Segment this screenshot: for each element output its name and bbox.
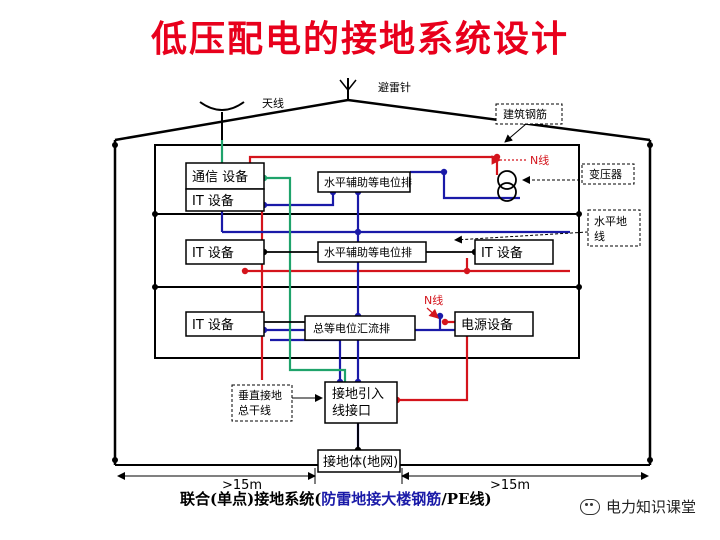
power-device-label: 电源设备	[461, 317, 513, 333]
comm-device-box	[185, 162, 265, 190]
transformer-label: 变压器	[589, 167, 622, 181]
n-line-mid-label: N线	[424, 293, 443, 307]
caption-part1: 联合(单点)接地系统(	[180, 490, 322, 508]
main-bar-label: 总等电位汇流排	[313, 321, 390, 335]
caption-part2: 防雷地接大楼钢筋	[321, 490, 442, 508]
ground-interface-label-2: 线接口	[332, 403, 371, 419]
horizontal-ground-callout	[587, 209, 641, 247]
vertical-trunk-label-2: 总干线	[238, 403, 271, 417]
it-device-3-box	[474, 239, 554, 265]
building-rebar-callout	[495, 103, 563, 125]
transformer-icon	[497, 170, 517, 202]
it-device-3-label: IT 设备	[481, 245, 523, 261]
horizontal-ground-label-1: 水平地	[594, 215, 627, 228]
it-device-1-label: IT 设备	[192, 193, 234, 209]
bonding-bar-1-box	[317, 171, 411, 193]
comm-device-label: 通信 设备	[192, 169, 248, 185]
it-device-2-label: IT 设备	[192, 245, 234, 261]
diagram-caption: 联合(单点)接地系统(防雷地接大楼钢筋/PE线)	[180, 488, 600, 509]
dist-right-label: >15m	[490, 478, 530, 493]
horizontal-ground-label-2: 线	[594, 229, 605, 243]
vertical-trunk-callout	[231, 384, 293, 422]
bonding-bar-2-box	[317, 241, 427, 263]
inner-building	[154, 144, 580, 359]
it-device-2-box	[185, 239, 265, 265]
it-device-1-box	[185, 188, 265, 212]
lightning-rod-icon	[339, 78, 357, 100]
ground-body-label: 接地体(地网)	[323, 454, 398, 470]
ground-interface-box	[324, 381, 398, 424]
page-title: 低压配电的接地系统设计	[150, 18, 569, 60]
bonding-bar-1-label: 水平辅助等电位排	[324, 175, 412, 189]
watermark-text: 电力知识课堂	[605, 498, 696, 516]
n-line-top-label: N线	[530, 153, 549, 167]
vertical-trunk-label-1: 垂直接地	[238, 388, 282, 402]
building-rebar-label: 建筑钢筋	[503, 107, 547, 121]
ground-body-box	[317, 449, 401, 473]
ground-interface-label-1: 接地引入	[332, 386, 384, 402]
power-device-box	[454, 311, 534, 337]
transformer-callout	[581, 163, 635, 185]
wechat-icon	[579, 498, 600, 515]
main-bar-box	[304, 315, 416, 341]
it-device-4-box	[185, 311, 265, 337]
antenna-label: 天线	[262, 96, 284, 110]
lightning-rod-label: 避雷针	[378, 80, 411, 94]
bonding-bar-2-label: 水平辅助等电位排	[324, 245, 412, 259]
dist-left-label: >15m	[222, 478, 262, 493]
watermark: 电力知识课堂	[579, 496, 696, 517]
building-roof	[114, 98, 651, 142]
it-device-4-label: IT 设备	[192, 317, 234, 333]
caption-part3: /PE线)	[441, 490, 492, 508]
